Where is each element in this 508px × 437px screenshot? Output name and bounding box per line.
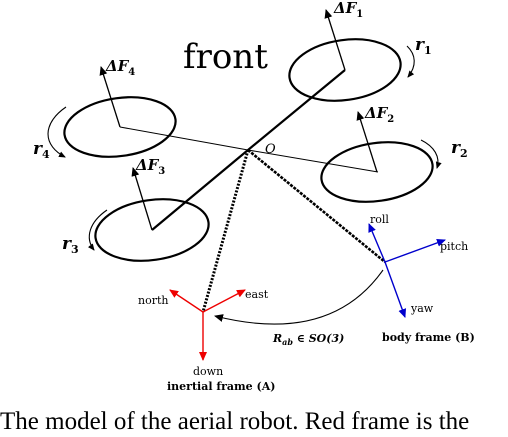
down-label: down (193, 365, 223, 378)
east-label: east (245, 288, 269, 301)
rotor-2-label: r2 (451, 138, 468, 160)
force-2-arrow (356, 111, 378, 173)
yaw-label: yaw (410, 302, 434, 315)
arm-3 (151, 149, 249, 231)
rotor-3-label: r3 (62, 234, 79, 256)
body-frame-label: body frame (B) (382, 331, 475, 344)
roll-axis (368, 223, 386, 263)
rotor-1-rotation-arrow (406, 45, 415, 78)
rotation-arc (214, 269, 384, 325)
rotor-4-rotation-arrow (47, 106, 67, 158)
arm-1 (247, 69, 346, 151)
pitch-axis (384, 238, 446, 263)
north-axis (169, 289, 204, 313)
force-2-label: ΔF2 (364, 104, 394, 125)
rotor-3-rotation-arrow (87, 209, 108, 251)
rotation-label: Rab ∈ SO(3) (272, 332, 344, 347)
rotor-2-rotation-arrow (420, 139, 442, 169)
rotor-2-disc (320, 141, 434, 203)
arm-4 (119, 126, 249, 151)
inertial-frame-label: inertial frame (A) (167, 380, 275, 393)
force-1-arrow (324, 9, 346, 71)
pitch-label: pitch (440, 240, 468, 253)
force-4-arrow (99, 66, 121, 128)
yaw-axis (384, 261, 407, 318)
east-axis (202, 289, 246, 313)
origin-label: O (265, 142, 276, 157)
rotor-3-disc (94, 198, 210, 262)
force-1-label: ΔF1 (333, 0, 363, 20)
front-label: front (183, 37, 268, 77)
rotor-1-disc (288, 38, 402, 102)
rotor-4-disc (63, 96, 177, 158)
figure-caption: The model of the aerial robot. Red frame… (0, 408, 470, 435)
arm-2 (247, 149, 379, 173)
rotor-4-label: r4 (33, 139, 50, 161)
north-label: north (138, 294, 168, 307)
body-position-line (247, 148, 386, 264)
force-3-label: ΔF3 (135, 156, 165, 177)
inertial-position-line (201, 149, 250, 313)
rotor-1-label: r1 (415, 35, 432, 57)
force-3-arrow (131, 167, 153, 231)
force-4-label: ΔF4 (105, 57, 135, 78)
roll-label: roll (370, 213, 389, 226)
